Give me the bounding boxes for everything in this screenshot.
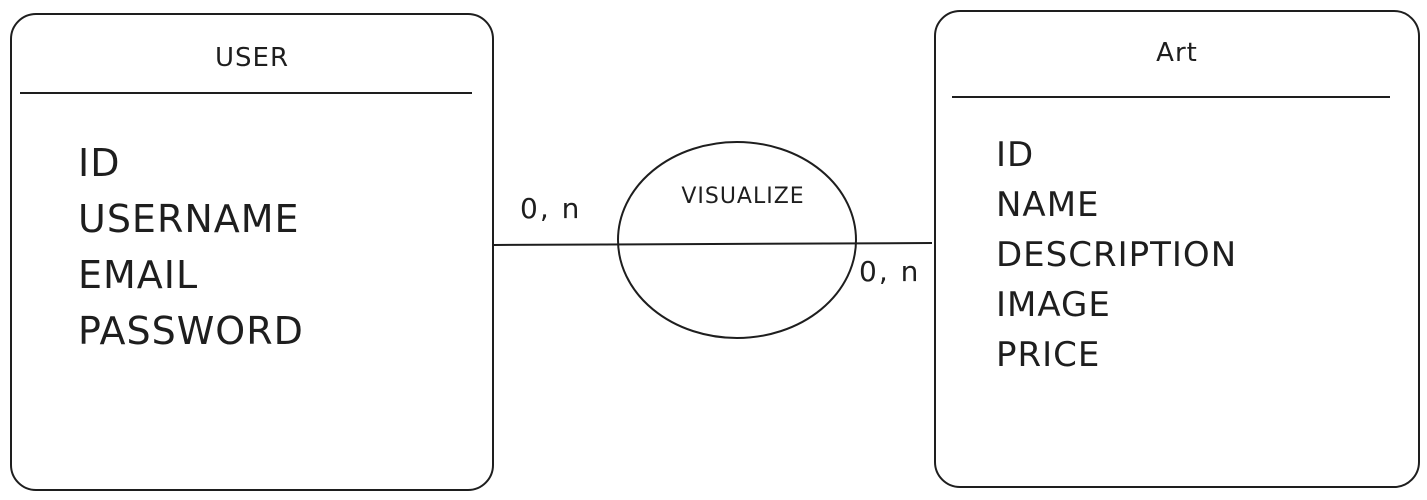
art-entity-divider	[952, 96, 1390, 98]
art-attribute: ID	[996, 135, 1035, 175]
cardinality-art: 0, n	[859, 255, 921, 288]
art-attribute: DESCRIPTION	[996, 235, 1238, 275]
user-attribute: EMAIL	[78, 253, 199, 297]
art-entity: Art ID NAME DESCRIPTION IMAGE PRICE	[934, 10, 1420, 488]
user-attribute: PASSWORD	[78, 309, 304, 353]
art-attribute: NAME	[996, 185, 1100, 225]
connector-line	[493, 242, 933, 246]
relationship-name: VISUALIZE	[681, 184, 805, 209]
user-attribute: ID	[78, 141, 121, 185]
user-entity-title: USER	[214, 43, 290, 73]
art-attribute: PRICE	[996, 335, 1101, 375]
art-entity-title: Art	[1156, 38, 1198, 68]
user-attribute: USERNAME	[78, 197, 300, 241]
art-attribute-list: ID NAME DESCRIPTION IMAGE PRICE	[996, 130, 1237, 380]
user-attribute-list: ID USERNAME EMAIL PASSWORD	[78, 135, 304, 359]
user-entity-divider	[20, 92, 472, 94]
art-attribute: IMAGE	[996, 285, 1111, 325]
user-entity: USER ID USERNAME EMAIL PASSWORD	[10, 13, 494, 491]
cardinality-user: 0, n	[520, 192, 582, 225]
relationship-ellipse	[617, 141, 857, 339]
